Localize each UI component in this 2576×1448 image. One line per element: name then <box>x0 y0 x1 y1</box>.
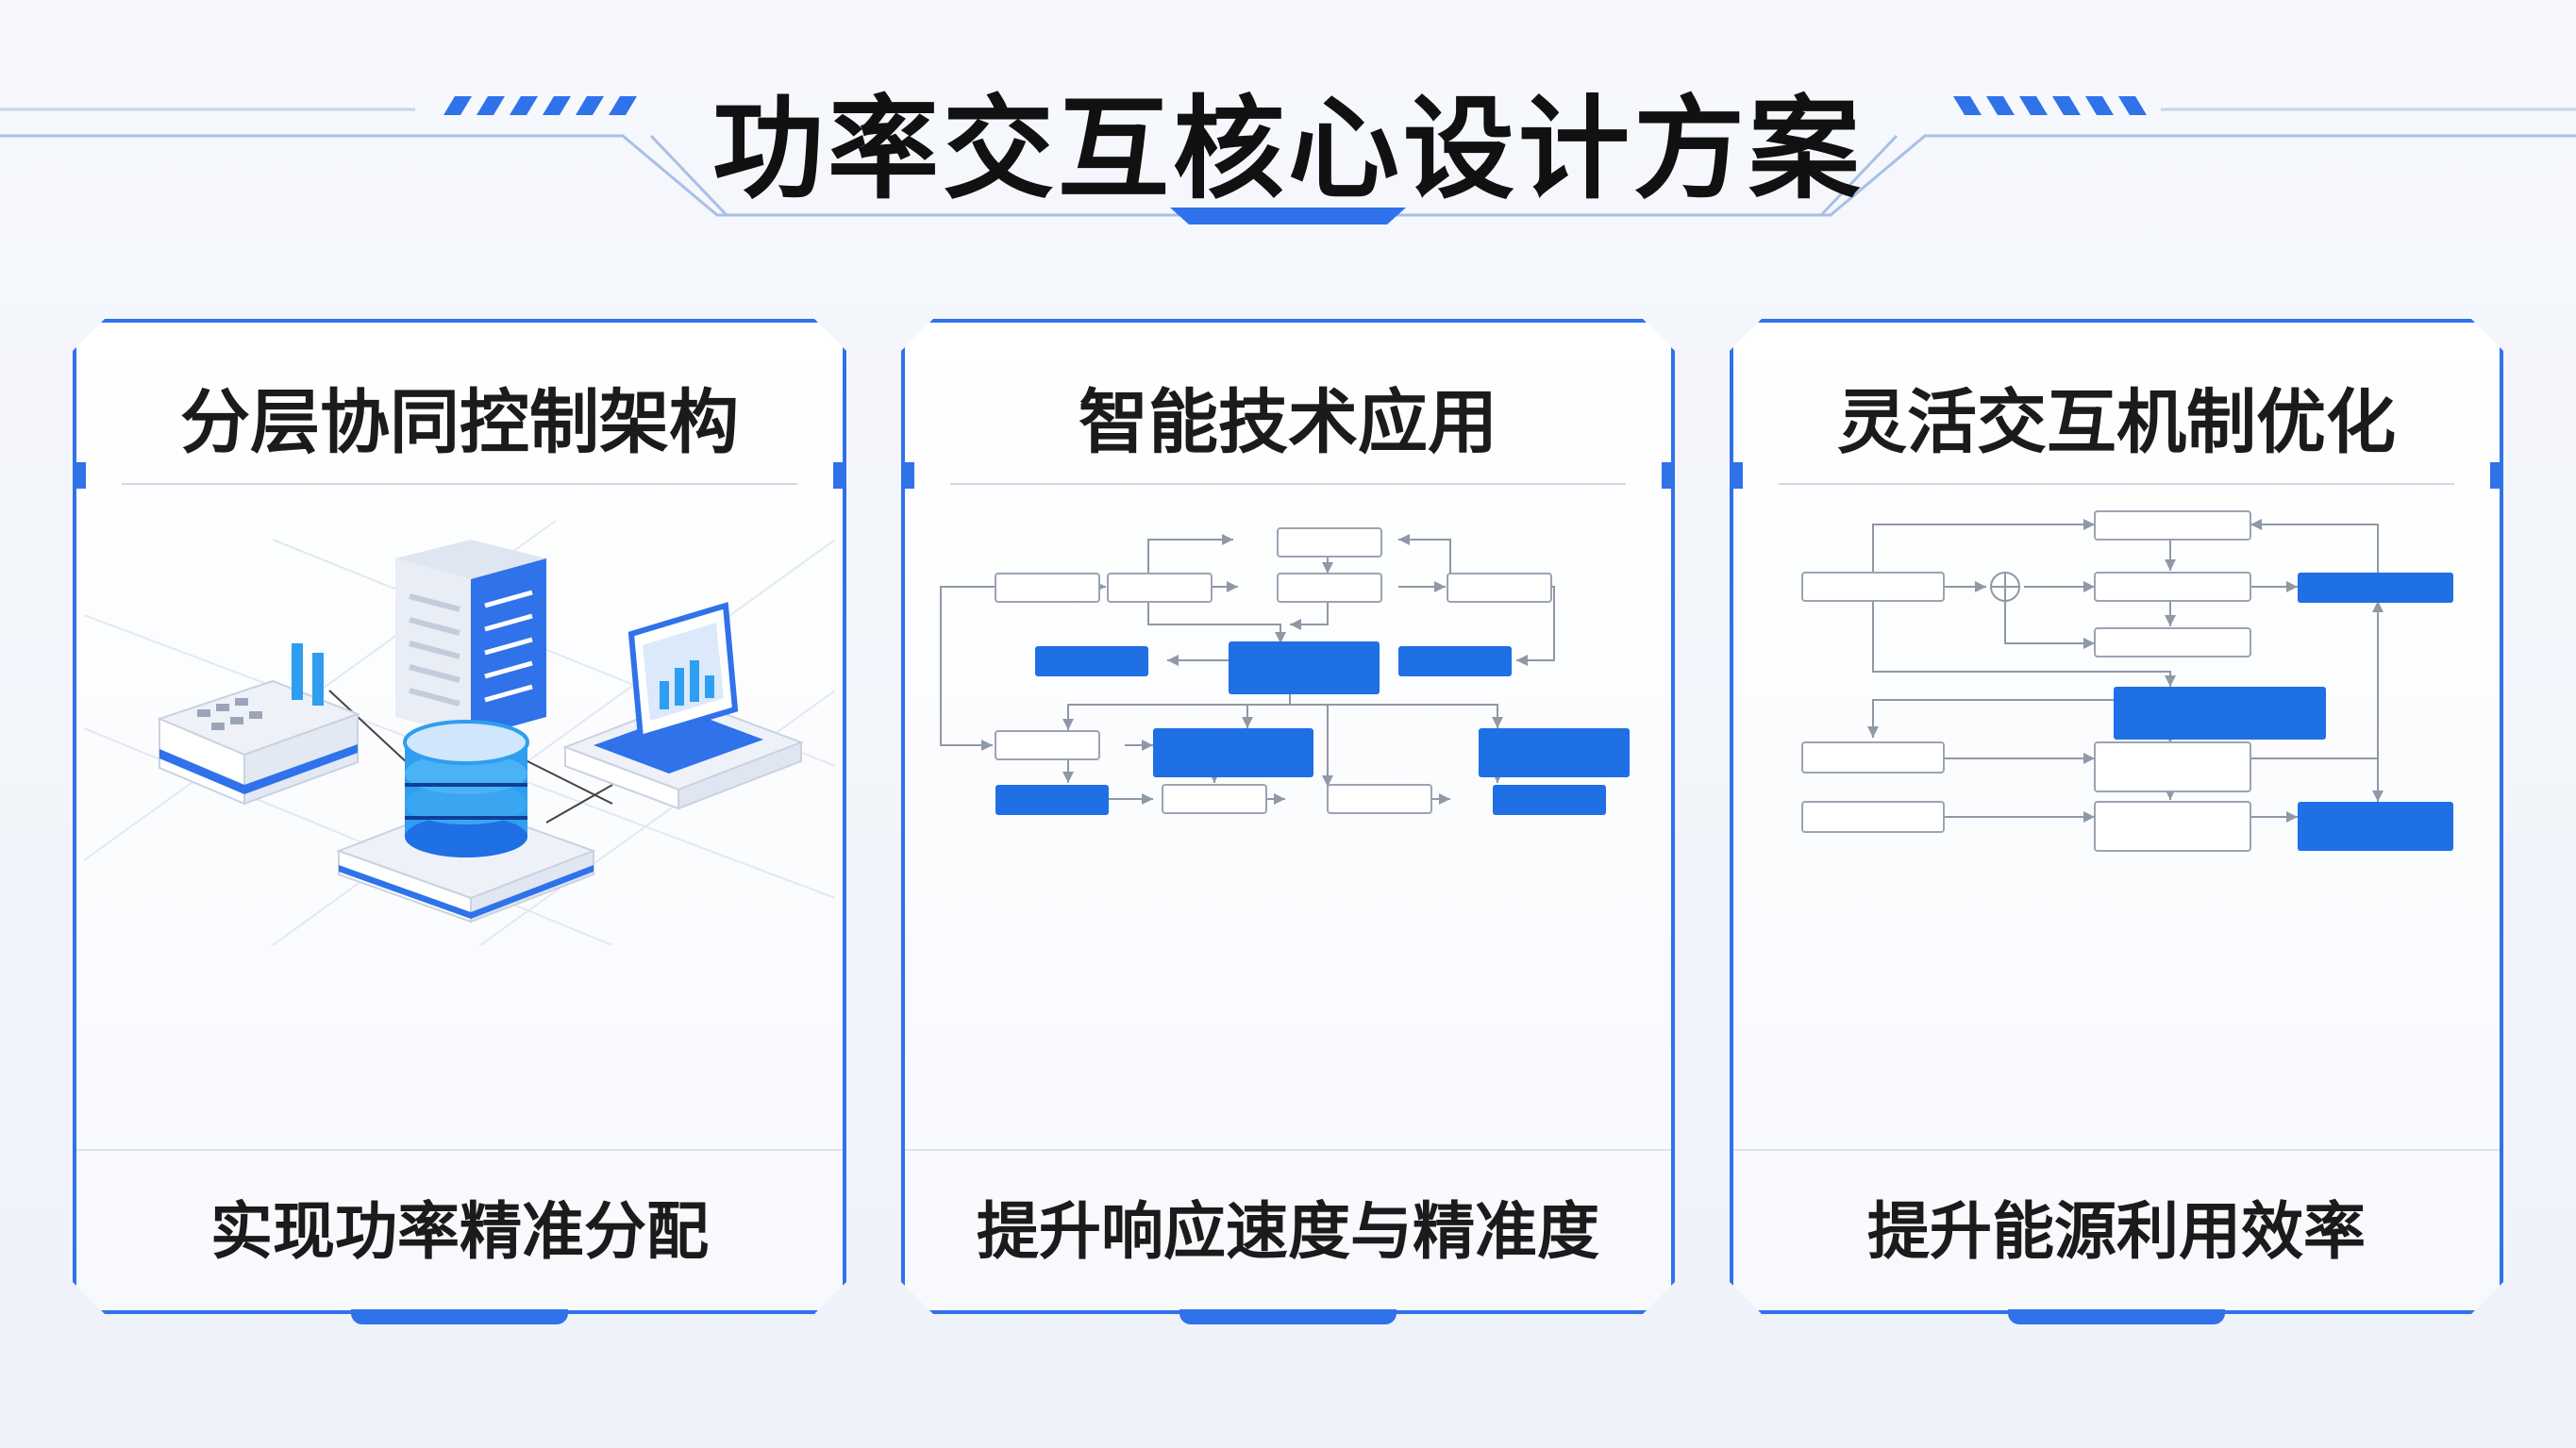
card-title: 分层协同控制架构 <box>180 382 739 463</box>
card-smart-tech: 智能技术应用 <box>901 319 1675 1314</box>
flow-node <box>1802 742 1944 773</box>
flow-node-highlight <box>1398 646 1512 676</box>
header-decoration <box>0 96 2576 225</box>
flow-node <box>1802 802 1944 832</box>
flow-node <box>2095 802 2250 851</box>
divider <box>76 1149 843 1151</box>
header-center-tab <box>1170 208 1406 225</box>
notch <box>1662 462 1675 489</box>
card-tab <box>1179 1309 1397 1324</box>
flowchart-illustration <box>912 502 1664 945</box>
flow-node-highlight <box>2298 802 2453 851</box>
database-icon <box>339 722 594 922</box>
flow-node-highlight <box>2298 573 2453 603</box>
right-stripes <box>1953 96 2147 115</box>
divider <box>1779 483 2454 485</box>
server-network-illustration <box>84 502 835 945</box>
flow-node <box>1278 528 1381 557</box>
card-tab <box>2008 1309 2225 1324</box>
flow-node-highlight <box>1229 641 1380 694</box>
flow-node-highlight <box>1479 728 1630 777</box>
flow-node-highlight <box>1153 728 1313 777</box>
monitor-icon <box>565 606 801 808</box>
notch <box>901 462 914 489</box>
card-caption: 实现功率精准分配 <box>210 1195 709 1268</box>
flow-node <box>2095 628 2250 657</box>
page-title: 功率交互核心设计方案 <box>711 84 1864 214</box>
header: 功率交互核心设计方案 <box>0 0 2576 245</box>
card-flexible-interaction: 灵活交互机制优化 <box>1730 319 2503 1314</box>
flow-node <box>2095 742 2250 791</box>
notch <box>2490 462 2503 489</box>
flow-node-highlight <box>1035 646 1148 676</box>
card-caption: 提升响应速度与精准度 <box>977 1195 1599 1268</box>
card-caption: 提升能源利用效率 <box>1867 1195 2366 1268</box>
flow-node-highlight <box>2114 687 2326 740</box>
left-stripes <box>443 96 637 115</box>
flow-node <box>2095 511 2250 540</box>
flow-node <box>1108 574 1212 602</box>
divider <box>122 483 797 485</box>
card-tab <box>351 1309 568 1324</box>
flow-node-highlight <box>1493 785 1606 815</box>
flow-node <box>1163 785 1266 813</box>
flow-node <box>2095 573 2250 601</box>
router-device-icon <box>159 643 358 804</box>
server-tower-icon <box>395 540 546 738</box>
divider <box>950 483 1626 485</box>
flowchart-illustration <box>1741 502 2492 945</box>
card-title: 智能技术应用 <box>1079 382 1497 463</box>
flow-node <box>1802 573 1944 601</box>
flow-node <box>1328 785 1431 813</box>
flow-node <box>995 731 1099 759</box>
flow-node <box>995 574 1099 602</box>
divider <box>1733 1149 2500 1151</box>
flow-node <box>1278 574 1381 602</box>
flow-node-highlight <box>995 785 1109 815</box>
notch <box>1730 462 1743 489</box>
notch <box>833 462 846 489</box>
flow-node <box>1447 574 1551 602</box>
card-architecture: 分层协同控制架构 <box>73 319 846 1314</box>
notch <box>73 462 86 489</box>
divider <box>905 1149 1671 1151</box>
card-title: 灵活交互机制优化 <box>1837 382 2396 463</box>
